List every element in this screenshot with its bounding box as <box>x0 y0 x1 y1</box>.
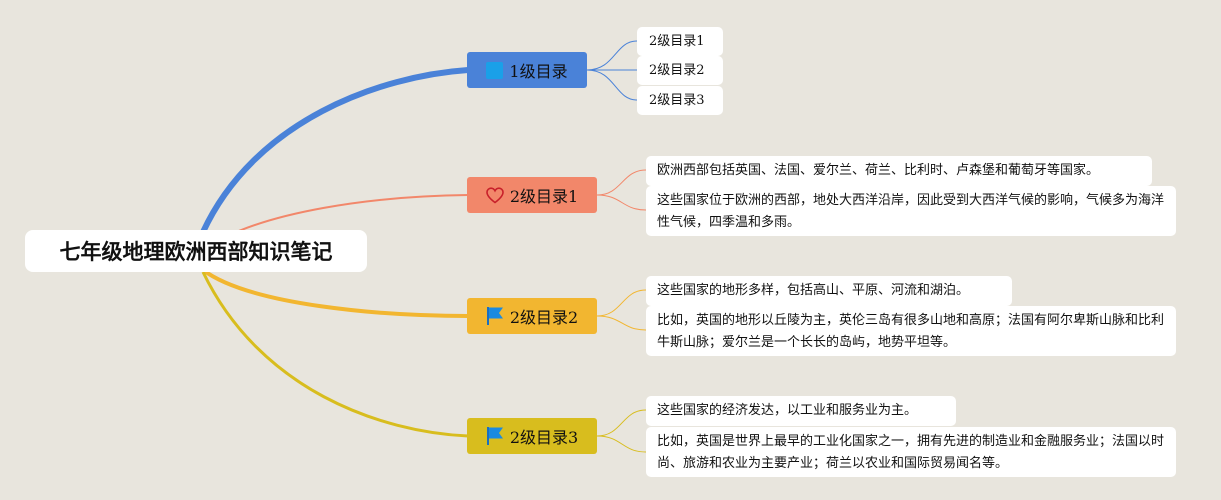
leaf-topic-2-1-text: 欧洲西部包括英国、法国、爱尔兰、荷兰、比利时、卢森堡和葡萄牙等国家。 <box>657 163 1100 178</box>
branch-topic-1-label: 1级目录 <box>509 62 568 81</box>
flag-icon <box>486 426 504 446</box>
branch-topic-2[interactable]: 2级目录1 <box>467 177 597 213</box>
root-topic-title: 七年级地理欧洲西部知识笔记 <box>59 240 333 264</box>
branch-topic-2-label: 2级目录1 <box>509 187 579 206</box>
connector-b3-leaf-2 <box>596 315 647 331</box>
leaf-topic-1-2[interactable]: 2级目录2 <box>637 56 723 85</box>
connector-b4-leaf-1 <box>596 409 647 437</box>
leaf-topic-2-1[interactable]: 欧洲西部包括英国、法国、爱尔兰、荷兰、比利时、卢森堡和葡萄牙等国家。 <box>646 156 1152 186</box>
leaf-topic-1-3-text: 2级目录3 <box>649 93 705 108</box>
leaf-topic-1-2-text: 2级目录2 <box>649 63 705 78</box>
connector-b4-leaf-2 <box>596 435 647 453</box>
heart-icon <box>486 186 504 204</box>
connector-root-branch-4 <box>201 271 469 438</box>
leaf-topic-1-3[interactable]: 2级目录3 <box>637 86 723 115</box>
root-topic[interactable]: 七年级地理欧洲西部知识笔记 <box>25 230 367 272</box>
leaf-topic-4-2[interactable]: 比如，英国是世界上最早的工业化国家之一，拥有先进的制造业和金融服务业；法国以时尚… <box>646 427 1176 477</box>
connector-b2-leaf-1 <box>596 169 647 196</box>
branch-topic-1[interactable]: 1级目录 <box>467 52 587 88</box>
leaf-topic-4-1-text: 这些国家的经济发达，以工业和服务业为主。 <box>657 403 918 418</box>
branch-topic-4-label: 2级目录3 <box>509 428 579 447</box>
flag-icon <box>486 306 504 326</box>
connector-b1-leaf-3 <box>586 69 638 101</box>
connector-b3-leaf-1 <box>596 289 647 317</box>
connector-b1-leaf-1 <box>586 40 638 71</box>
leaf-topic-3-1-text: 这些国家的地形多样，包括高山、平原、河流和湖泊。 <box>657 283 970 298</box>
leaf-topic-3-2[interactable]: 比如，英国的地形以丘陵为主，英伦三岛有很多山地和高原；法国有阿尔卑斯山脉和比利牛… <box>646 306 1176 356</box>
leaf-topic-4-1[interactable]: 这些国家的经济发达，以工业和服务业为主。 <box>646 396 956 426</box>
connector-root-branch-1 <box>200 67 471 235</box>
leaf-topic-4-2-text: 比如，英国是世界上最早的工业化国家之一，拥有先进的制造业和金融服务业；法国以时尚… <box>657 434 1165 471</box>
leaf-topic-2-2[interactable]: 这些国家位于欧洲的西部，地处大西洋沿岸，因此受到大西洋气候的影响，气候多为海洋性… <box>646 186 1176 236</box>
blue-square-icon <box>486 61 504 79</box>
leaf-topic-1-1[interactable]: 2级目录1 <box>637 27 723 56</box>
branch-topic-3-label: 2级目录2 <box>509 308 579 327</box>
leaf-topic-2-2-text: 这些国家位于欧洲的西部，地处大西洋沿岸，因此受到大西洋气候的影响，气候多为海洋性… <box>657 193 1165 230</box>
branch-topic-3[interactable]: 2级目录2 <box>467 298 597 334</box>
branch-topic-4[interactable]: 2级目录3 <box>467 418 597 454</box>
leaf-topic-3-2-text: 比如，英国的地形以丘陵为主，英伦三岛有很多山地和高原；法国有阿尔卑斯山脉和比利牛… <box>657 313 1165 350</box>
leaf-topic-3-1[interactable]: 这些国家的地形多样，包括高山、平原、河流和湖泊。 <box>646 276 1012 306</box>
leaf-topic-1-1-text: 2级目录1 <box>649 34 705 49</box>
connector-root-branch-3 <box>201 268 469 318</box>
connector-b2-leaf-2 <box>596 194 647 211</box>
